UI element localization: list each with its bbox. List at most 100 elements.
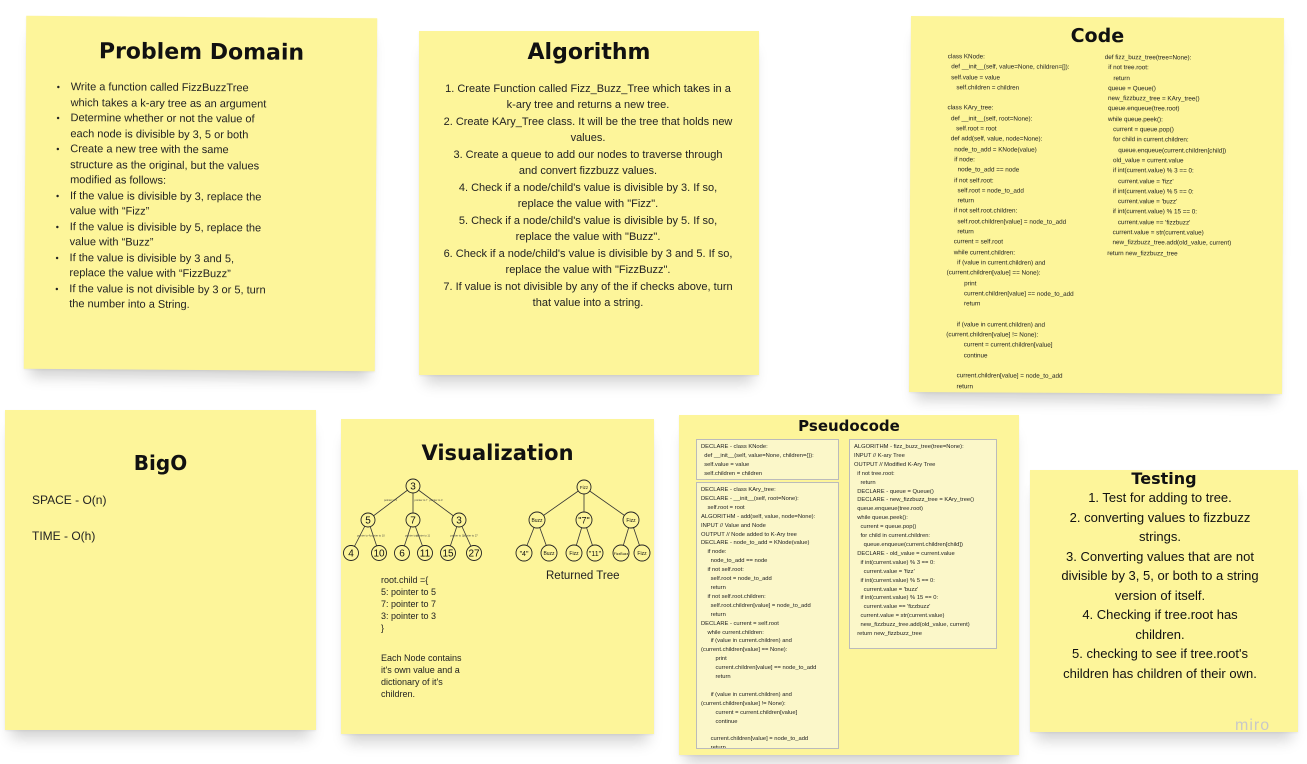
tree-edge <box>412 485 460 521</box>
miro-watermark: miro <box>1235 717 1271 734</box>
tree-node-label: "4" <box>520 551 529 558</box>
tree-node <box>371 545 387 561</box>
tree-edge <box>536 486 585 521</box>
edge-label: pointer to 4 <box>357 534 371 538</box>
edge-label: pointer to 5 <box>384 498 398 502</box>
edge-label: pointer to 15 <box>450 534 465 538</box>
edge-label: pointer to 7 <box>415 498 429 502</box>
algorithm-step: 1. Create Function called Fizz_Buzz_Tree… <box>445 83 731 111</box>
algorithm-step: 3. Create a queue to add our nodes to tr… <box>453 149 723 177</box>
tree-node-label: FizzBuzz <box>614 552 629 556</box>
algorithm-step: 5. Check if a node/child's value is divi… <box>458 215 718 243</box>
time-complexity: TIME - O(h) <box>32 529 96 543</box>
testing-list: 1. Test for adding to tree. 2. converting… <box>1056 488 1264 683</box>
tree-node-label: 7 <box>410 516 416 527</box>
tree-node <box>612 544 630 562</box>
child-dict-line: 3: pointer to 3 <box>381 611 437 621</box>
tree-node-label: 6 <box>399 549 405 560</box>
code-title: Code <box>1070 24 1125 48</box>
tree-node-label: 11 <box>420 549 431 560</box>
code-left-column: class KNode: def __init__(self, value=No… <box>946 53 1074 390</box>
tree-node <box>575 511 593 529</box>
child-dict-line: 5: pointer to 5 <box>381 587 437 597</box>
tree-node-label: "11" <box>589 551 602 558</box>
visualization-title: Visualization <box>421 441 574 465</box>
space-complexity: SPACE - O(n) <box>32 493 107 507</box>
algorithm-step: 6. Check if a node/child's value is divi… <box>443 248 733 276</box>
algorithm-step: 2. Create KAry_Tree class. It will be th… <box>443 116 733 144</box>
problem-domain-item: Write a function called FizzBuzzTree whi… <box>57 80 271 112</box>
tree-node-label: Fizz <box>626 518 636 524</box>
tree-node-label: 5 <box>365 516 371 527</box>
sticky-note-problem-domain[interactable]: Problem Domain Write a function called F… <box>23 15 378 372</box>
sticky-note-code[interactable]: Code class KNode: def __init__(self, val… <box>909 16 1284 394</box>
tree-edge <box>367 485 414 521</box>
tree-node <box>565 544 583 562</box>
tree-node <box>451 512 467 528</box>
testing-item: 2. converting values to fizzbuzz strings… <box>1069 509 1251 545</box>
tree-node <box>576 479 592 495</box>
tree-node-label: Fizz <box>637 551 647 557</box>
tree-node <box>405 512 421 528</box>
edge-label: pointer to 10 <box>370 534 385 538</box>
tree-node-label: 4 <box>348 549 354 560</box>
child-dict-line: } <box>381 623 385 633</box>
tree-node-label: 15 <box>442 549 454 560</box>
testing-item: 4. Checking if tree.root has children. <box>1082 607 1238 642</box>
algorithm-step: 4. Check if a node/child's value is divi… <box>458 182 718 210</box>
child-dict-line: 7: pointer to 7 <box>381 599 437 609</box>
problem-domain-item: Determine whether or not the value of ea… <box>56 111 270 143</box>
tree-edge <box>583 486 632 521</box>
pseudocode-title: Pseudocode <box>798 417 900 435</box>
child-dict-line: root.child ={ <box>381 575 429 585</box>
tree-node <box>360 512 376 528</box>
problem-domain-item: If the value is divisible by 5, replace … <box>56 219 270 251</box>
tree-node <box>343 545 359 561</box>
tree-node <box>528 511 546 529</box>
tree-node <box>405 478 421 494</box>
pseudocode-knode-box: DECLARE - class KNode: def __init__(self… <box>696 439 839 480</box>
tree-node <box>622 511 640 529</box>
pseudocode-fizzbuzz-box: ALGORITHM - fizz_buzz_tree(tree=None): I… <box>849 439 997 649</box>
algorithm-steps: 1. Create Function called Fizz_Buzz_Tree… <box>443 81 733 312</box>
sticky-note-pseudocode[interactable]: Pseudocode DECLARE - class KNode: def __… <box>679 415 1019 755</box>
testing-item: 1. Test for adding to tree. <box>1088 490 1232 505</box>
tree-node-label: 3 <box>456 516 462 527</box>
tree-node-label: Fizz <box>580 485 589 490</box>
tree-node <box>633 544 651 562</box>
problem-domain-item: Create a new tree with the same structur… <box>56 142 270 190</box>
tree-node <box>417 545 433 561</box>
tree-node-label: 27 <box>468 549 480 560</box>
sticky-note-bigo[interactable]: BigO SPACE - O(n) TIME - O(h) <box>5 410 316 730</box>
returned-tree-caption: Returned Tree <box>546 570 620 582</box>
tree-node-label: Fizz <box>569 551 579 557</box>
edge-label: pointer to 6 <box>405 534 419 538</box>
tree-node-label: Buzz <box>531 518 543 524</box>
testing-item: 5. checking to see if tree.root's childr… <box>1063 646 1257 681</box>
tree-node <box>466 545 482 561</box>
node-note: Each Node contains it's own value and a … <box>381 653 462 699</box>
pseudocode-kary-box: DECLARE - class KAry_tree: DECLARE - __i… <box>696 482 839 749</box>
algorithm-title: Algorithm <box>527 40 651 65</box>
testing-title: Testing <box>1131 469 1197 488</box>
problem-domain-list: Write a function called FizzBuzzTree whi… <box>55 80 271 314</box>
tree-node <box>586 544 604 562</box>
bigo-title: BigO <box>133 451 188 475</box>
edge-label: pointer to 3 <box>430 498 444 502</box>
testing-item: 3. Converting values that are not divisi… <box>1061 548 1259 603</box>
problem-domain-item: If the value is divisible by 3 and 5, re… <box>55 250 269 282</box>
tree-node <box>394 545 410 561</box>
tree-node-label: 10 <box>373 549 385 560</box>
tree-node-label: "7" <box>578 516 589 526</box>
problem-domain-title: Problem Domain <box>98 39 305 66</box>
problem-domain-item: If the value is divisible by 3, replace … <box>56 188 270 220</box>
code-right-column: def fizz_buzz_tree(tree=None): if not tr… <box>1103 54 1232 258</box>
tree-node <box>515 544 533 562</box>
root-child-dict: root.child ={ 5: pointer to 5 7: pointer t… <box>381 574 436 634</box>
problem-domain-item: If the value is not divisible by 3 or 5,… <box>55 281 269 313</box>
sticky-note-algorithm[interactable]: Algorithm 1. Create Function called Fizz… <box>419 31 759 375</box>
sticky-note-testing[interactable]: Testing 1. Test for adding to tree. 2. co… <box>1030 469 1298 732</box>
edge-label: pointer to 11 <box>416 534 431 538</box>
